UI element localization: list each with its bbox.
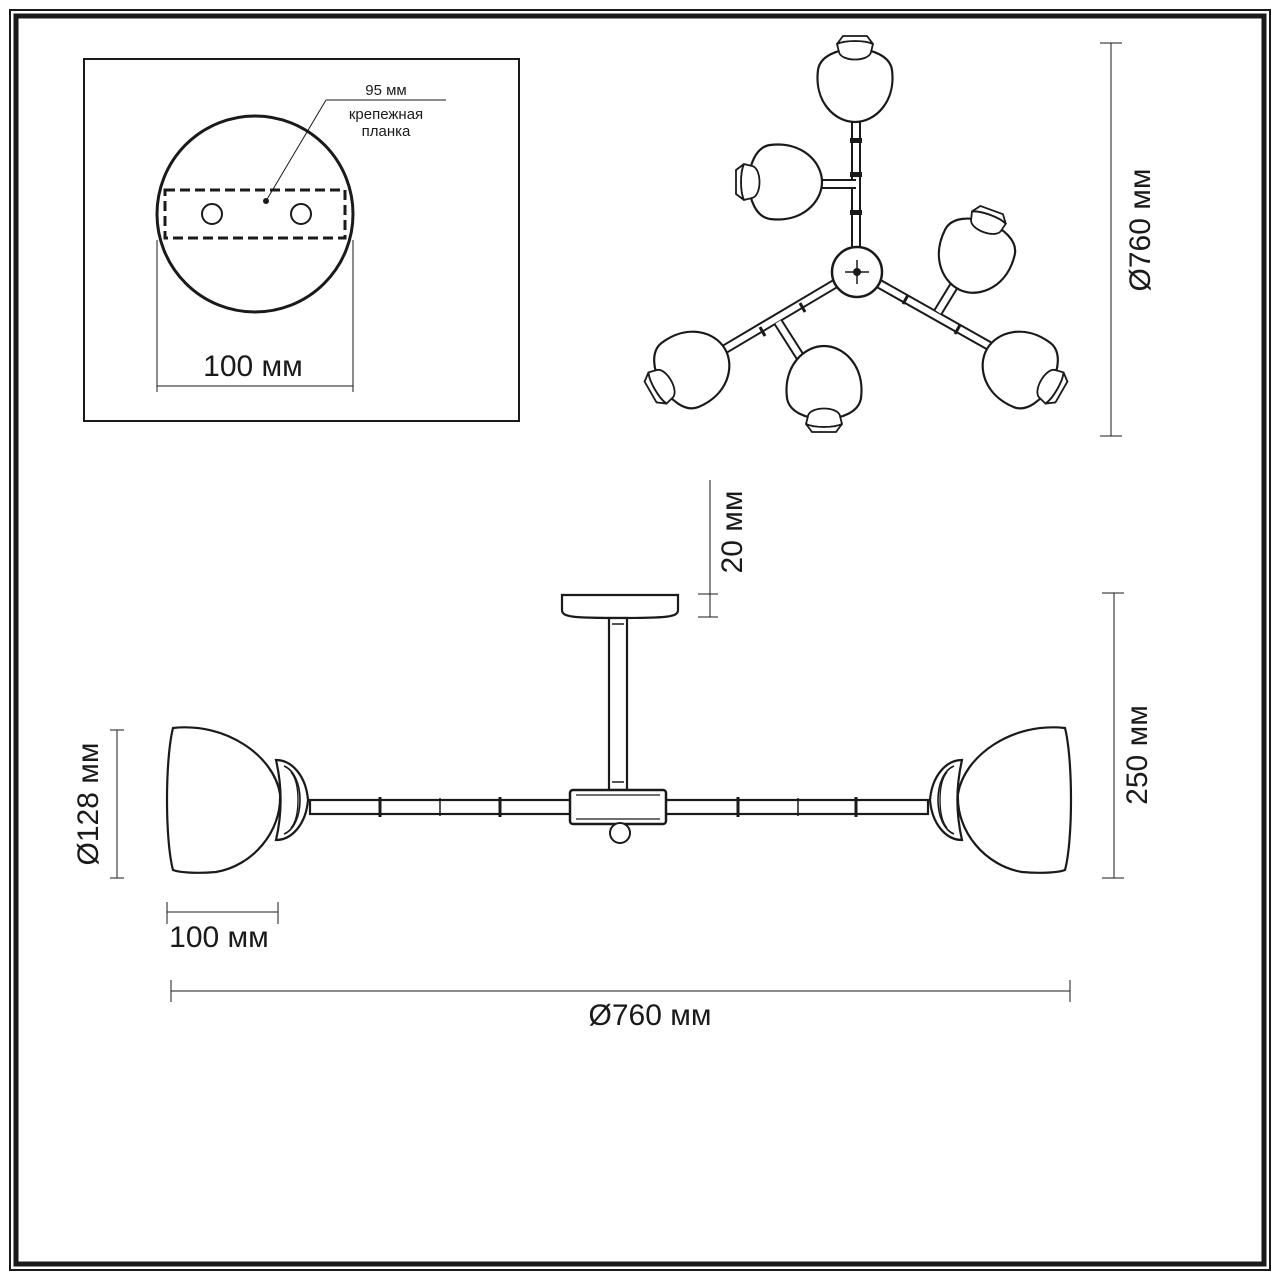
leader-line: [265, 99, 327, 202]
shade-width-label: 100 мм: [169, 921, 269, 954]
strip-name-line2: планка: [362, 123, 411, 140]
mounting-plate-circle: [155, 114, 355, 314]
canopy-height-label: 20 мм: [716, 491, 749, 574]
top-view: Ø760 мм: [630, 34, 1157, 437]
plate-diameter-label: 100 мм: [203, 350, 303, 383]
top-shade-4: [630, 315, 745, 426]
mount-detail: 95 мм крепежная планка 100 мм: [83, 58, 520, 422]
top-shade-1: [816, 34, 894, 124]
hub-finial: [609, 822, 631, 844]
ceiling-canopy: [560, 593, 680, 620]
mounting-strip: [163, 188, 347, 240]
side-view: 20 мм 250 мм Ø128 мм 100 мм Ø760 мм: [72, 480, 1154, 1032]
side-shade-left: [165, 726, 310, 874]
strip-name-line1: крепежная: [349, 106, 423, 123]
inner-frame: [13, 13, 1267, 1267]
overall-diameter-label: Ø760 мм: [589, 999, 712, 1032]
total-height-label: 250 мм: [1121, 705, 1154, 805]
shade-diameter-label: Ø128 мм: [72, 743, 105, 866]
top-view-diameter-label: Ø760 мм: [1124, 169, 1157, 292]
side-shade-right: [928, 726, 1073, 874]
top-shade-5: [785, 344, 863, 434]
screw-hole-left: [201, 203, 223, 225]
suspension-rod: [607, 616, 629, 792]
top-shade-6: [967, 315, 1082, 426]
top-shade-2: [734, 143, 824, 221]
outer-frame: [9, 9, 1271, 1271]
top-shade-3: [925, 196, 1028, 305]
screw-hole-right: [290, 203, 312, 225]
strip-width-label: 95 мм: [365, 82, 406, 99]
